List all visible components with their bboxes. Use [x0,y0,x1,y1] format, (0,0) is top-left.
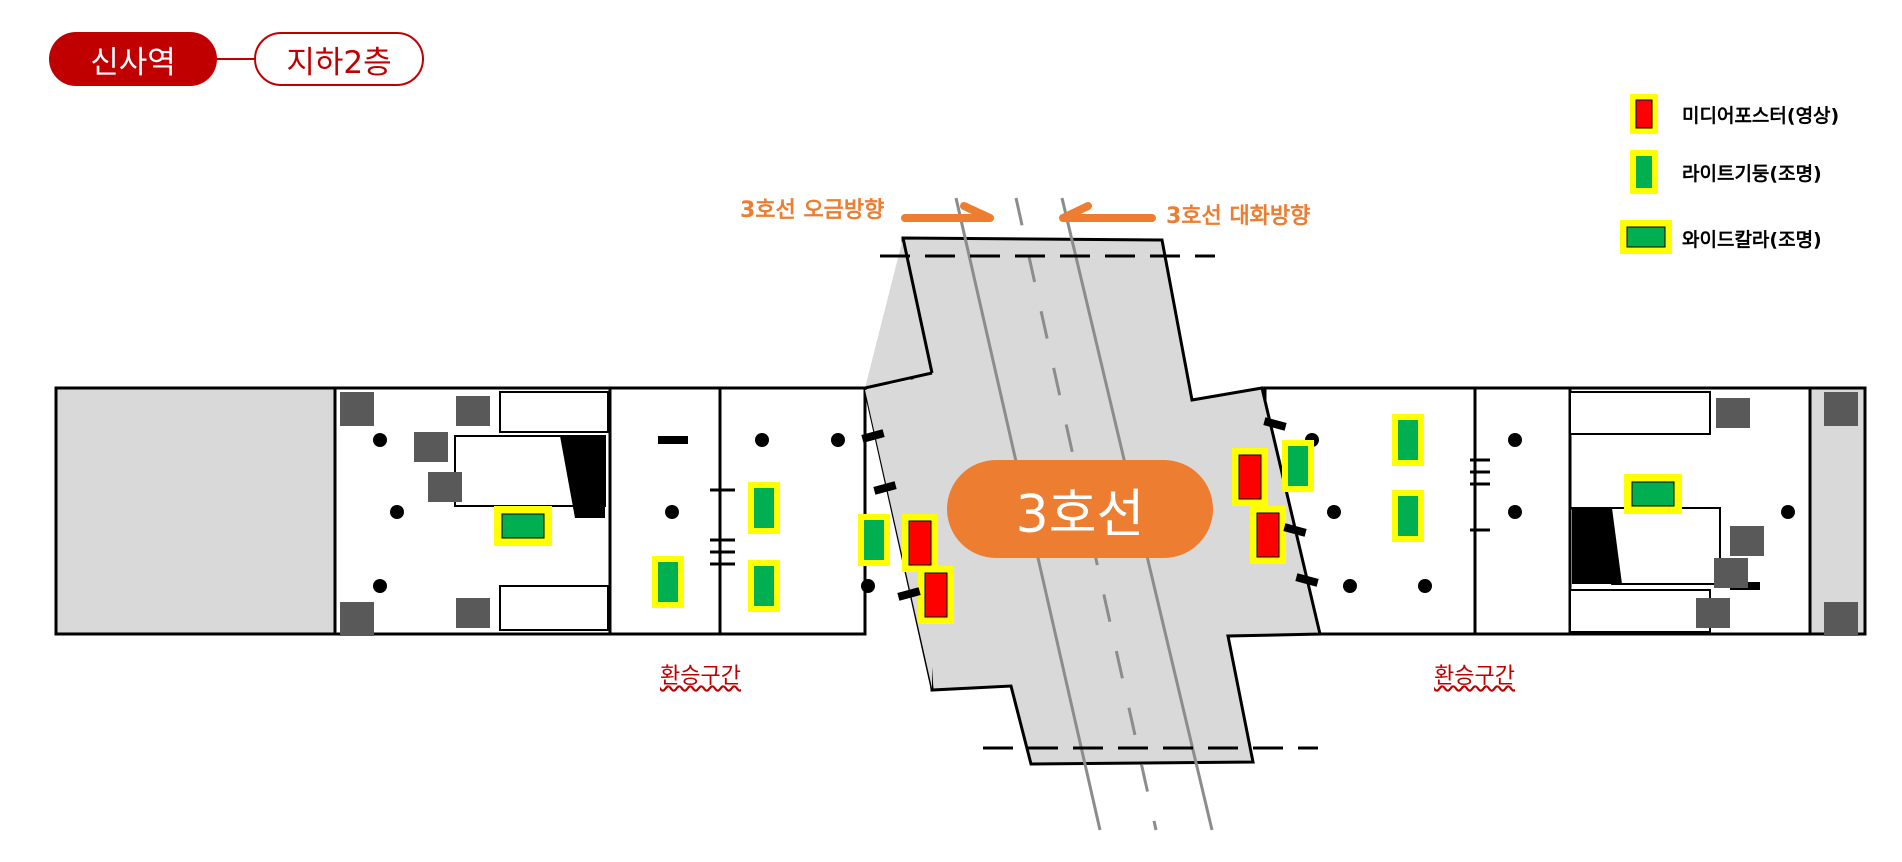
platform-doors [861,417,1319,601]
arrow-ogeum-icon [901,202,994,222]
floor-level: 지하2층 [254,32,424,86]
fare-gates [710,458,1490,566]
left-service-block [54,386,337,636]
stairs-right [1569,391,1721,633]
track-center-dashed [1014,197,1158,831]
transfer-zone-left: 환승구간 [660,664,741,689]
pillars [373,433,1795,593]
legend-media-poster: 미디어포스터(영상) [1620,90,1839,138]
legend-label: 미디어포스터(영상) [1682,104,1840,127]
escalator-icon [414,396,1764,628]
elevator-icon [340,392,1858,636]
header-connector [216,58,256,60]
transfer-zone-right: 환승구간 [1434,664,1515,689]
legend-wide-color: 와이드칼라(조명) [1620,214,1822,262]
legend-label: 와이드칼라(조명) [1682,228,1822,251]
light-pillar-icon [652,414,1424,612]
stairs-left-top [454,391,609,631]
wide-color-icon [494,474,1682,546]
legend-light-pillar: 라이트기둥(조명) [1620,148,1822,196]
line3-badge: 3호선 [947,460,1213,558]
media-poster-icon [902,448,1286,624]
direction-daehwa: 3호선 대화방향 [1166,204,1311,229]
legend-label: 라이트기둥(조명) [1682,162,1822,185]
arrow-daehwa-icon [1059,202,1156,222]
direction-ogeum: 3호선 오금방향 [740,198,885,223]
station-name: 신사역 [49,32,217,86]
